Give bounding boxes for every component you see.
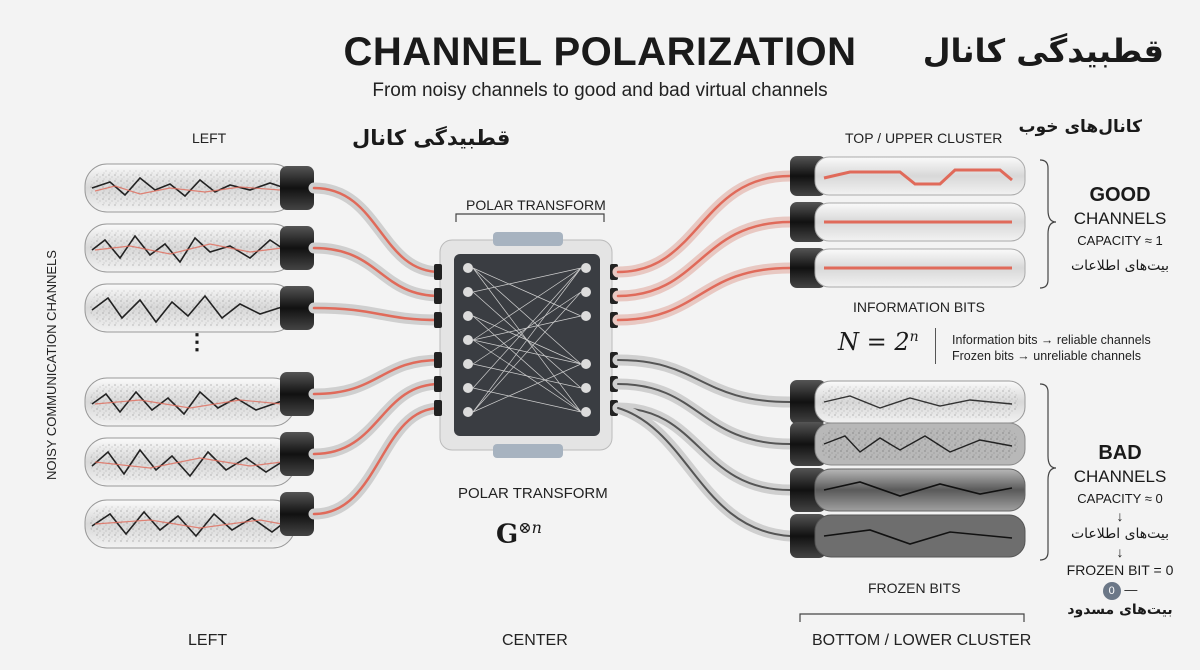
block-length-formula: N = 2n [838,328,919,356]
bad-tube-3 [790,468,1026,512]
bottom-cluster-bracket [799,613,1025,622]
persian-good-channels: کانال‌های خوب [1018,117,1142,137]
chip-left-pins [463,263,473,417]
legend-line-frozen: Frozen bits → unreliable channels [952,349,1141,363]
bad-tube-1 [790,380,1026,424]
frozen-bits-label: FROZEN BITS [868,580,961,596]
bad-persian-info-label: بیت‌های اطلاعات [1070,526,1170,542]
good-tube-1 [790,156,1026,196]
chip-right-pins [581,263,591,417]
formula-exponent: n [909,329,919,345]
center-bottom-label: CENTER [502,632,568,649]
polar-transform-chip [434,232,618,458]
polar-transform-bottom-label: POLAR TRANSFORM [458,485,608,502]
left-tube-4 [84,372,314,427]
left-tube-6 [84,492,314,549]
formula-base: N = 2 [838,328,910,356]
good-heading: GOOD [1089,184,1151,206]
good-tube-2 [790,202,1026,242]
left-bottom-label: LEFT [188,632,228,649]
generator-matrix: G⊗n [496,518,542,550]
bad-channels-annotation: BAD CHANNELS CAPACITY ≈ 0 ↓ بیت‌های اطلا… [1060,442,1180,618]
bad-persian-frozen-label: بیت‌های مسدود [1067,602,1173,618]
left-tube-5 [84,432,314,487]
bad-tubes [790,380,1026,558]
left-tube-3 [84,283,314,333]
polar-transform-top-label: POLAR TRANSFORM [466,197,606,213]
right-cables [612,170,796,542]
bad-heading: BAD [1098,442,1142,464]
left-tube-1 [84,163,314,213]
frozen-bit-value: FROZEN BIT = 0 [1066,562,1174,578]
left-top-label: LEFT [192,130,227,146]
good-persian-label: بیت‌های اطلاعات [1070,258,1170,274]
generator-exponent: ⊗n [518,518,542,537]
chip-butterfly-wires [472,267,582,413]
left-tube-2 [84,223,314,273]
down-arrow-icon: ↓ [1116,508,1124,524]
page-title: CHANNEL POLARIZATION [343,30,857,74]
zero-dash: — [1124,582,1138,597]
good-capacity: CAPACITY ≈ 1 [1077,233,1163,248]
generator-base: G [496,519,519,550]
polar-top-bracket [455,213,605,222]
page-subtitle: From noisy channels to good and bad virt… [372,80,828,101]
persian-center-label: قطبیدگی کانال [352,126,511,150]
good-channels-annotation: GOOD CHANNELS CAPACITY ≈ 1 بیت‌های اطلاع… [1060,184,1180,274]
bottom-cluster-label: BOTTOM / LOWER CLUSTER [812,632,1032,649]
left-noisy-tubes [84,163,314,549]
ellipsis-dots: ⋮ [186,329,208,354]
persian-title: قطبیدگی کانال [922,32,1164,70]
legend-separator [935,328,936,364]
bad-tube-4 [790,514,1026,558]
bad-capacity: CAPACITY ≈ 0 [1077,491,1163,506]
zero-circle-icon: 0 [1102,582,1121,600]
bad-subheading: CHANNELS [1073,467,1167,486]
bits-legend: Information bits → reliable channels Fro… [952,332,1151,364]
good-bracket [1039,159,1057,289]
down-arrow-icon-2: ↓ [1116,544,1124,560]
good-tube-3 [790,248,1026,288]
top-cluster-label: TOP / UPPER CLUSTER [845,130,1003,146]
zero-indicator: 0 — [1060,582,1180,600]
bad-bracket [1039,383,1057,561]
noisy-channels-vertical-label: NOISY COMMUNICATION CHANNELS [44,250,59,480]
legend-line-info: Information bits → reliable channels [952,333,1151,347]
left-cables [308,182,446,520]
good-subheading: CHANNELS [1073,209,1167,228]
bad-tube-2 [790,422,1026,466]
information-bits-label: INFORMATION BITS [853,299,985,315]
good-tubes [790,156,1026,288]
